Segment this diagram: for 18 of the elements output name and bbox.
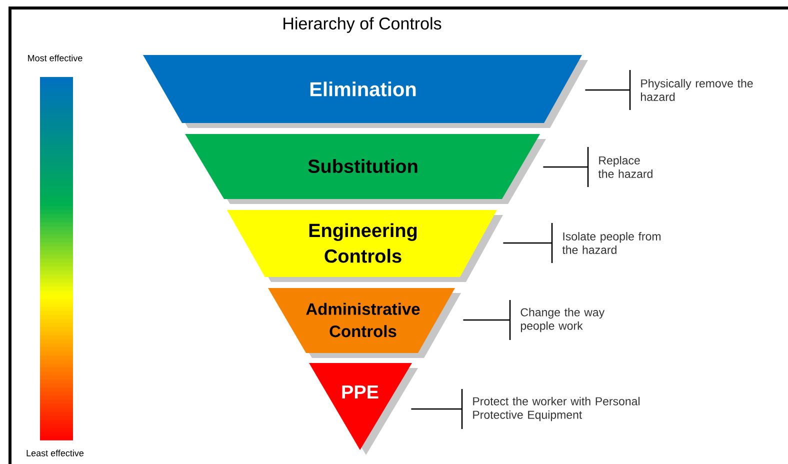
scale-label: Most effective	[28, 54, 82, 62]
funnel-band: Substitution	[185, 134, 546, 204]
description-text: Replace the hazard	[598, 156, 652, 178]
funnel-band: Engineering Controls	[227, 210, 503, 282]
funnel-band: Elimination	[143, 55, 588, 128]
description-text: Change the way people work	[520, 308, 605, 332]
title: Hierarchy of Controls	[284, 17, 442, 33]
funnel-band: Administrative Controls	[268, 288, 461, 358]
description-text: Physically remove the hazard	[641, 79, 753, 101]
leader-line	[410, 388, 463, 430]
funnel-band: PPE	[309, 363, 418, 455]
description-text: Protect the worker with Personal Protective Equipment	[473, 396, 640, 422]
leader-line	[584, 69, 631, 111]
leader-line	[542, 146, 589, 188]
leader-line	[502, 222, 553, 264]
scale-label: Least effective	[26, 450, 84, 456]
leader-line	[462, 299, 511, 341]
description-text: Isolate people from the hazard	[562, 232, 660, 254]
